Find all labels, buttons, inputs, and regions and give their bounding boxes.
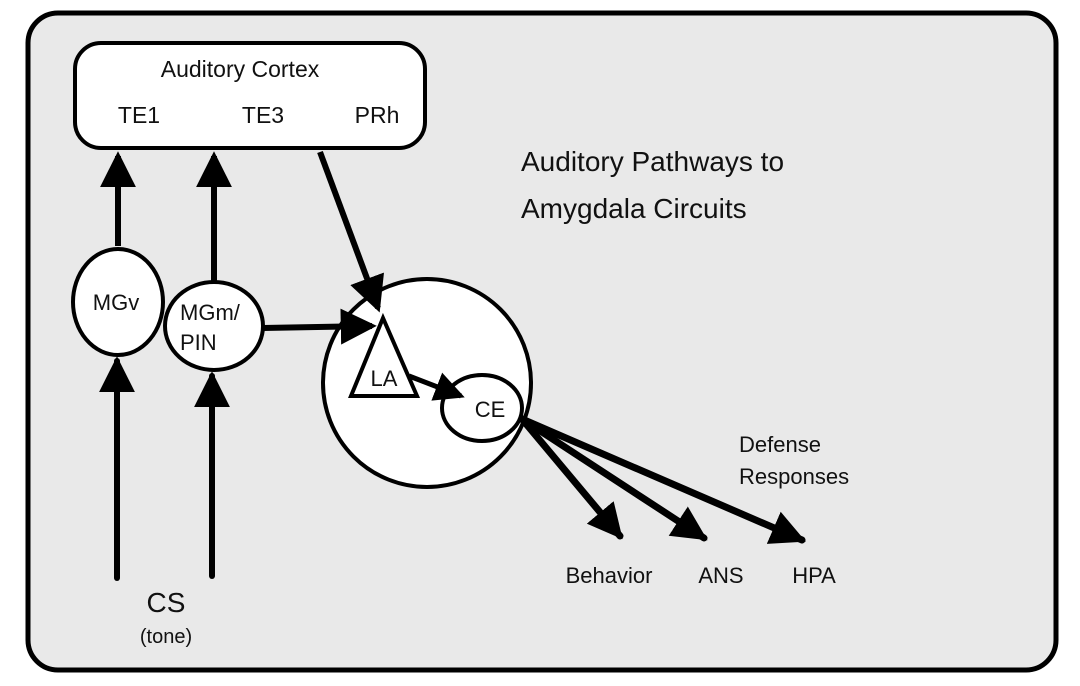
arrow-ce-to-ans	[518, 415, 708, 542]
diagram-frame	[25, 10, 1059, 673]
arrow-mgm-to-la	[262, 308, 377, 345]
output-hpa: HPA	[792, 563, 836, 588]
node-mgv	[71, 247, 165, 357]
node-mgv-label: MGv	[93, 290, 139, 315]
node-mgm-label-line1: MGm/	[180, 300, 241, 325]
diagram-title-line2: Amygdala Circuits	[521, 193, 747, 224]
node-ce-label: CE	[475, 397, 506, 422]
stimulus-sublabel: (tone)	[140, 626, 192, 648]
cortex-area-te3: TE3	[242, 102, 284, 128]
node-la	[348, 312, 421, 398]
defense-heading-line2: Responses	[739, 464, 849, 489]
defense-heading-line1: Defense	[739, 432, 821, 457]
cortex-area-te1: TE1	[118, 102, 160, 128]
arrow-ce-to-behavior	[518, 415, 624, 540]
node-mgm-pin	[163, 280, 265, 372]
node-la-label: LA	[371, 366, 398, 391]
arrow-la-to-ce	[408, 372, 465, 401]
stimulus-label: CS	[147, 587, 186, 618]
output-behavior: Behavior	[566, 563, 653, 588]
arrow-ce-to-hpa	[518, 415, 806, 544]
auditory-cortex-label: Auditory Cortex	[161, 56, 320, 82]
auditory-cortex-box	[73, 41, 427, 150]
node-mgm-label-line2: PIN	[180, 330, 217, 355]
diagram-title-line1: Auditory Pathways to	[521, 146, 784, 177]
output-ans: ANS	[698, 563, 743, 588]
arrow-prh-to-la	[317, 150, 384, 313]
cortex-area-prh: PRh	[355, 102, 400, 128]
